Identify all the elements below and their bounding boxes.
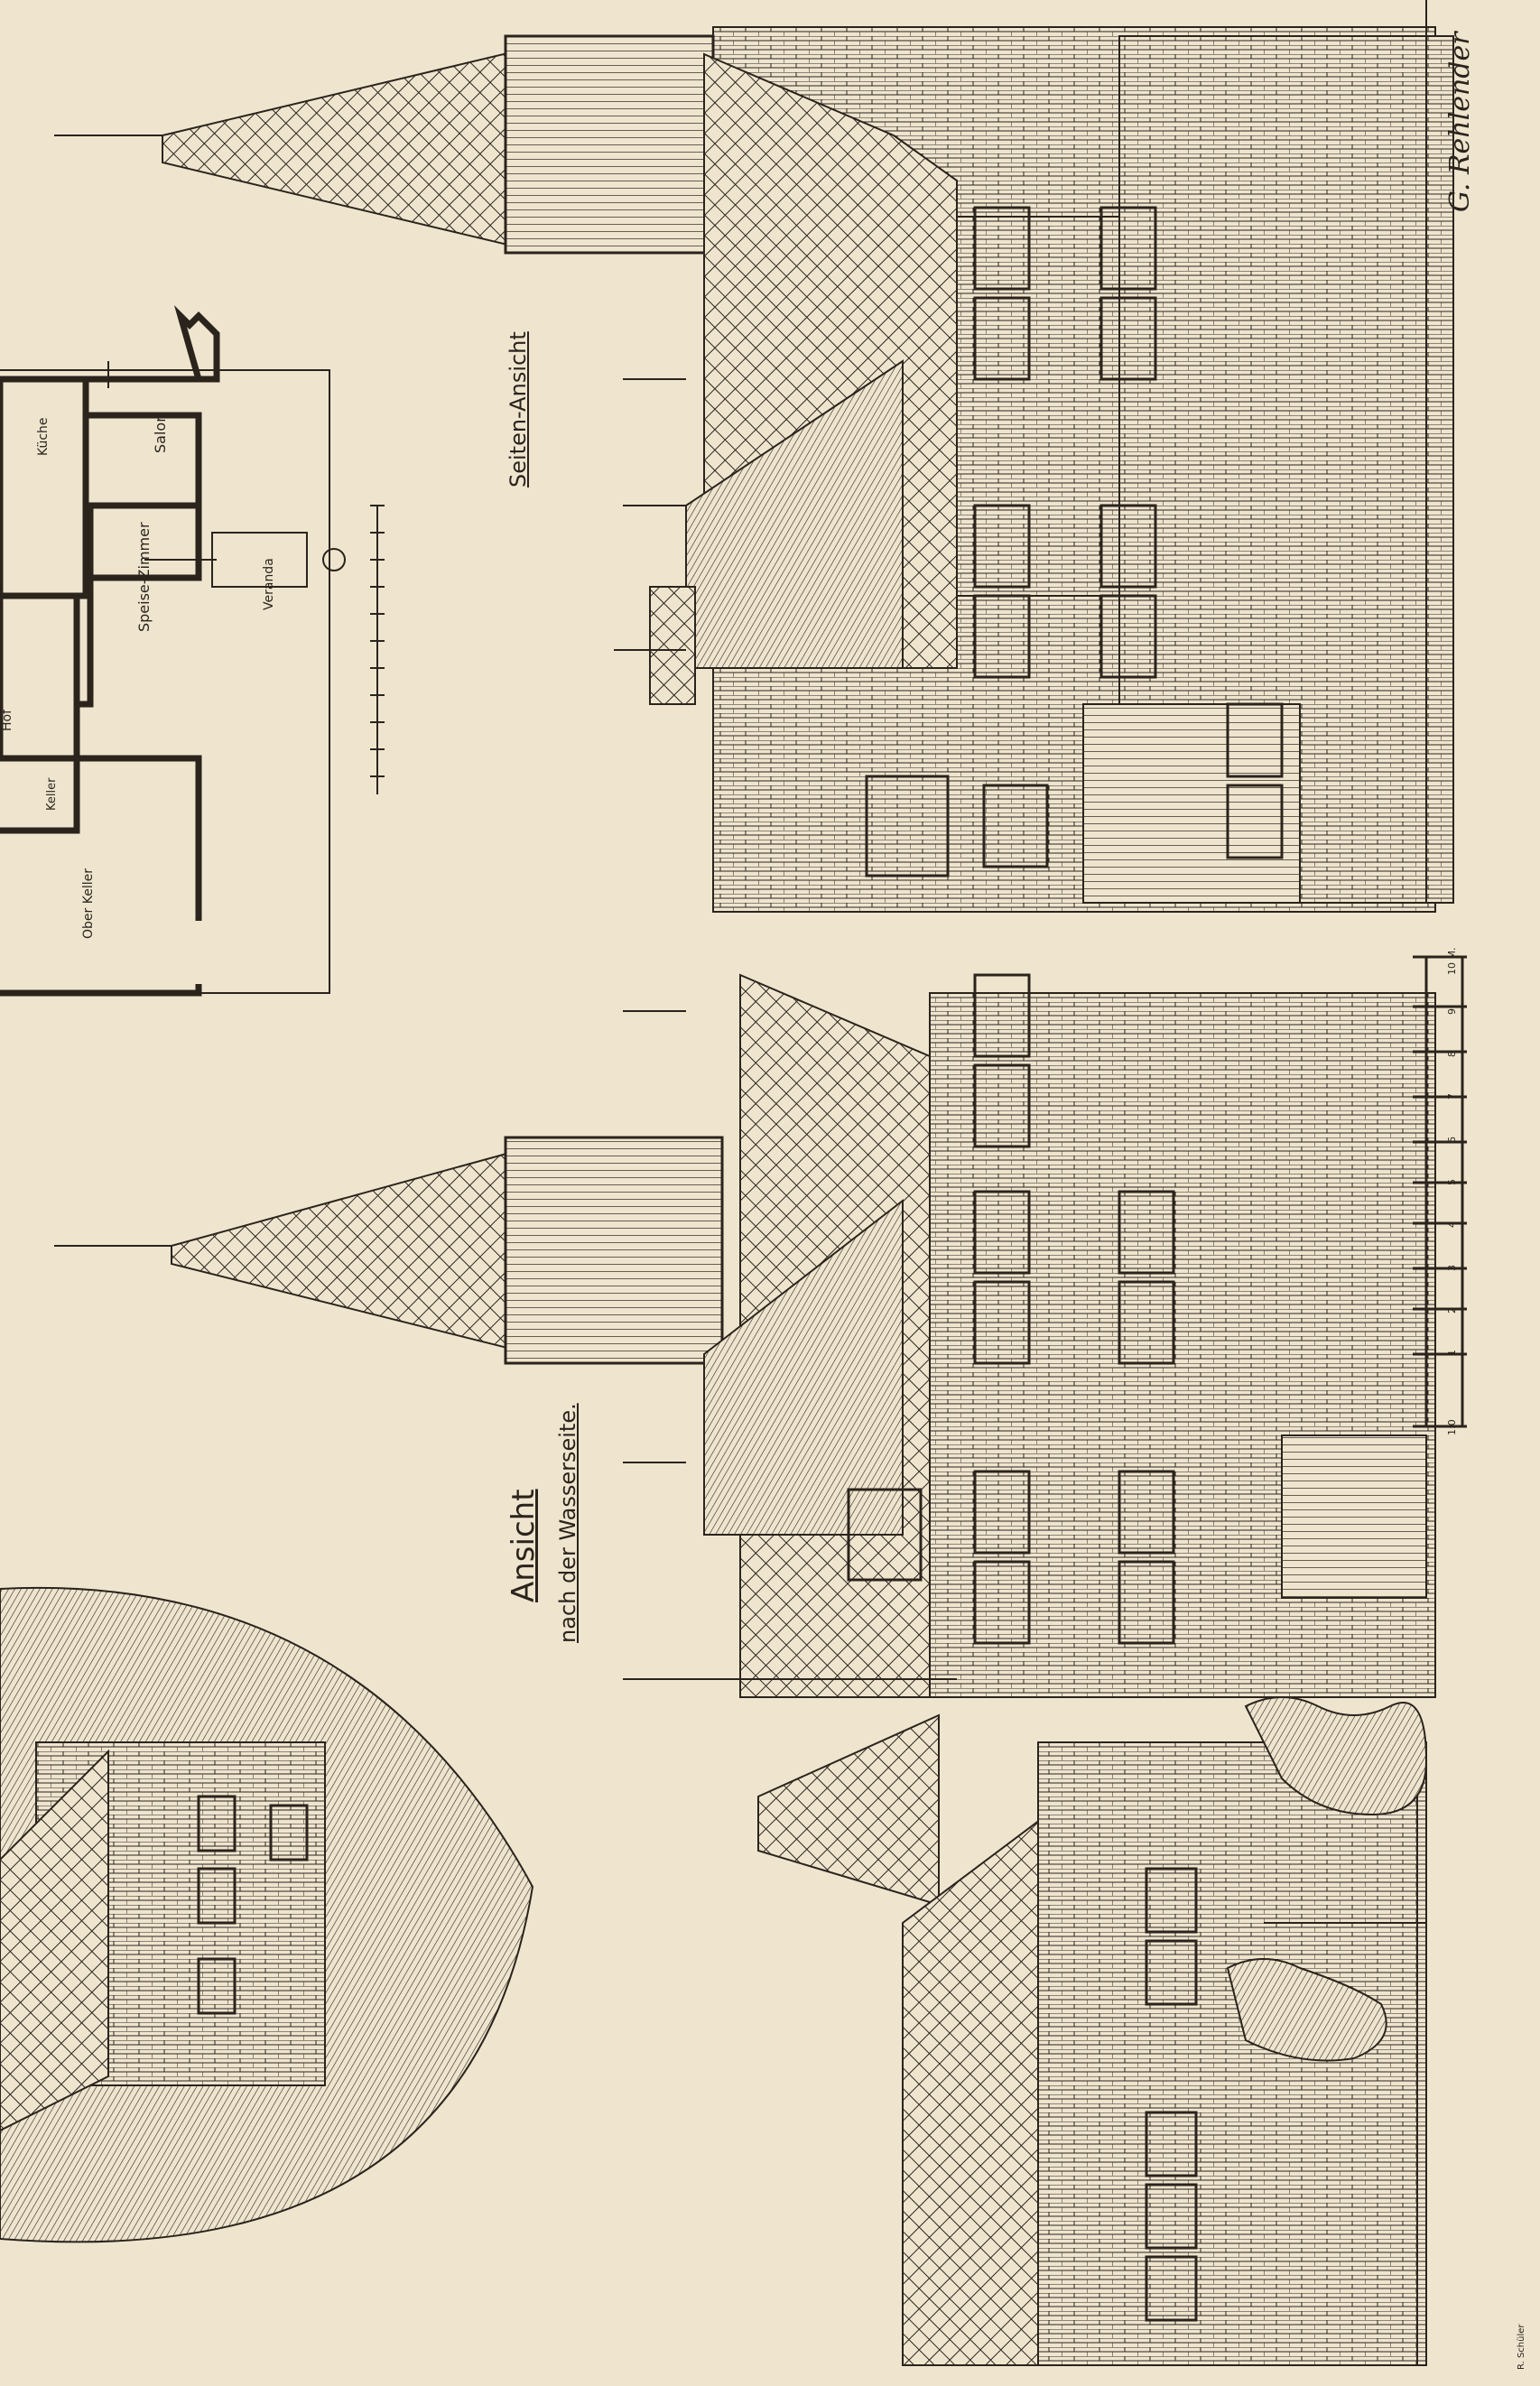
- plan-scale-bar: [370, 505, 385, 794]
- room-label-veranda: Veranda: [262, 558, 276, 610]
- scale-tick-2: 2: [1446, 1307, 1458, 1314]
- side-elevation-title: Seiten-Ansicht: [506, 331, 531, 487]
- plan-site-boundary: [0, 361, 346, 994]
- perspective-vignette: [0, 1587, 534, 2243]
- scale-tick-7: 7: [1446, 1093, 1458, 1100]
- room-label-ober-keller: Ober Keller: [81, 868, 96, 939]
- scale-tick-8: 8: [1446, 1051, 1458, 1057]
- engraver-credit: R. Schüler: [1517, 2324, 1526, 2370]
- room-label-hof-fragment: Hof: [0, 709, 14, 731]
- water-elevation: [54, 973, 1436, 1698]
- scale-tick-4: 4: [1446, 1221, 1458, 1228]
- side-elevation: [54, 0, 1454, 913]
- garden-elevation: [757, 1696, 1428, 2366]
- scale-tick-3: 3: [1446, 1265, 1458, 1271]
- scale-tick-5: 5: [1446, 1179, 1458, 1185]
- scale-tick-9: 9: [1446, 1008, 1458, 1015]
- room-label-salon: Salon: [152, 413, 169, 453]
- floor-plan: [0, 304, 220, 997]
- scale-tick-1: 1: [1446, 1350, 1458, 1356]
- water-elevation-title-line2: nach der Wasserseite.: [555, 1403, 580, 1643]
- room-label-kueche: Küche: [36, 417, 51, 456]
- room-label-speise-zimmer: Speise-Zimmer: [135, 522, 153, 632]
- scale-tick-10: 10 M.: [1446, 947, 1458, 975]
- room-label-keller: Keller: [45, 777, 59, 811]
- scale-tick-0: 1:0: [1446, 1419, 1458, 1435]
- scale-bar: [1413, 955, 1467, 1428]
- water-elevation-title-line1: Ansicht: [506, 1489, 542, 1602]
- scale-tick-6: 6: [1446, 1137, 1458, 1143]
- architect-signature: G. Rehlender: [1444, 32, 1476, 212]
